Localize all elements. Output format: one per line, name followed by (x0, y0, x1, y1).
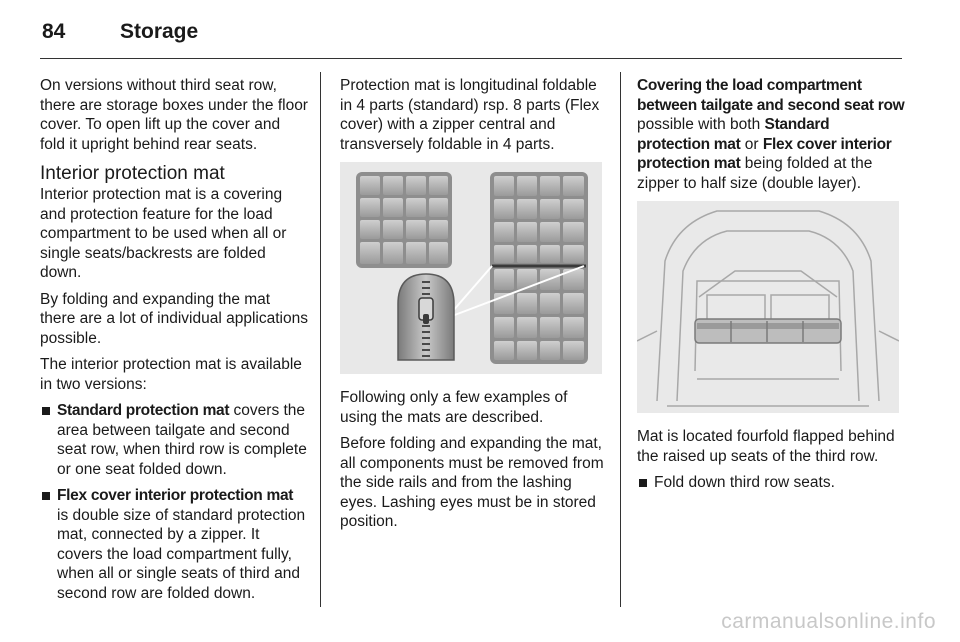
paragraph: Before folding and expanding the mat, al… (340, 435, 604, 530)
paragraph: Covering the load compartment between ta… (637, 76, 905, 193)
intro-paragraph: On versions without third seat row, ther… (40, 77, 308, 153)
list-item: Standard protection mat covers the area … (40, 401, 308, 479)
paragraph: By folding and expanding the mat there a… (40, 290, 308, 347)
text-run: being folded at the zipper to half size … (637, 155, 873, 192)
folded-mat (694, 318, 842, 344)
bold-term: Standard protection mat (57, 402, 230, 419)
page-number: 84 (42, 20, 66, 43)
standard-mat-grid (356, 172, 452, 268)
bullet-square-icon (639, 479, 647, 487)
bold-term: Standard protection mat (637, 116, 830, 153)
column-1: On versions without third seat row, ther… (40, 76, 308, 610)
column-3: Covering the load compartment between ta… (636, 76, 905, 500)
list-item-text: covers the area between tailgate and sec… (57, 402, 307, 478)
list-item-text: Fold down third row seats. (654, 474, 835, 491)
column-divider-1 (320, 72, 321, 607)
list-item-text: is double size of standard protection ma… (57, 506, 306, 602)
mat-diagram-svg (356, 172, 588, 364)
mat-zipper-illustration (340, 162, 602, 374)
bullet-square-icon (42, 492, 50, 500)
paragraph: Interior protection mat is a covering an… (40, 186, 287, 281)
flex-mat-grid (490, 172, 588, 364)
load-compartment-illustration (636, 201, 900, 413)
text-run: or (740, 135, 763, 153)
paragraph: Mat is located fourfold flapped behind t… (637, 428, 895, 465)
section-title: Storage (120, 20, 199, 43)
column-2: Protection mat is longitudinal foldable … (340, 76, 604, 539)
bullet-square-icon (42, 407, 50, 415)
zipper-detail-icon (397, 273, 455, 361)
zoom-callout-lines (451, 265, 585, 317)
bold-term: Flex cover interior protection mat (57, 487, 294, 504)
list-item: Fold down third row seats. (637, 473, 905, 493)
paragraph: The interior protection mat is available… (40, 356, 302, 393)
car-rear-svg (636, 210, 900, 407)
text-run: possible with both (637, 116, 765, 133)
subheading-bold: Covering the load compartment between ta… (637, 77, 905, 114)
section-heading: Interior protection mat (40, 163, 225, 184)
paragraph: Following only a few examples of using t… (340, 389, 568, 426)
list-item: Flex cover interior protection mat is do… (40, 486, 308, 603)
header-rule (40, 58, 902, 59)
watermark: carmanualsonline.info (721, 610, 936, 633)
paragraph: Protection mat is longitudinal foldable … (340, 77, 600, 153)
column-divider-2 (620, 72, 621, 607)
bold-term: Flex cover interior protection mat (637, 135, 892, 173)
